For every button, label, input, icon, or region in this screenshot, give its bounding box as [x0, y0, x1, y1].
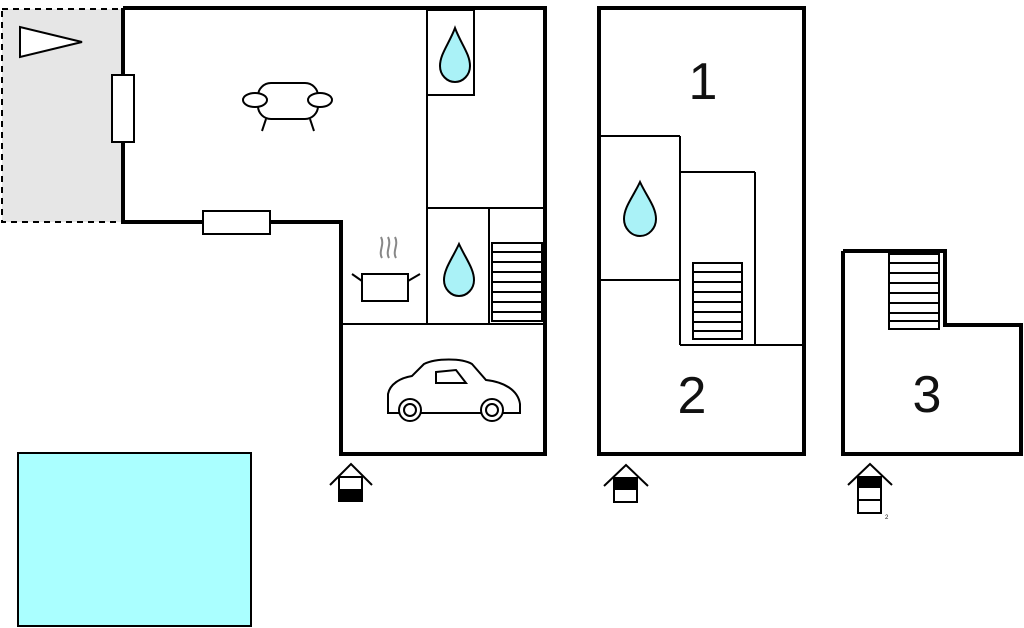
cooking-pot-icon: [351, 236, 421, 302]
shower-stall: [426, 9, 475, 96]
floor-3-outer-wall: [841, 249, 1023, 456]
window: [202, 210, 271, 235]
sofa-icon: [242, 82, 333, 132]
entrance-icon: [603, 463, 649, 503]
floor-1-2-outer-wall: [597, 6, 806, 456]
water-drop-icon: [438, 25, 472, 84]
floor-3-plan: 3 2: [841, 249, 1023, 521]
window: [111, 74, 135, 143]
floor-number-2: 2: [678, 367, 707, 425]
car-icon: [387, 358, 521, 422]
entrance-icon: [847, 462, 893, 514]
water-drop-icon: [622, 179, 658, 238]
stairs-icon: [491, 242, 543, 322]
floor-number-3: 3: [913, 366, 942, 424]
entrance-icon: [329, 462, 373, 502]
floor-1-2-plan: 1 2: [597, 6, 806, 503]
water-drop-icon: [442, 241, 476, 298]
pool: [17, 452, 252, 627]
compass-icon: [19, 25, 83, 59]
ground-floor-plan: [111, 6, 547, 502]
ground-floor-outer-wall: [121, 6, 547, 456]
stairs-icon: [692, 262, 743, 340]
floor-number-1: 1: [689, 53, 718, 111]
stairs-icon: [888, 253, 940, 330]
floor-small-number: 2: [885, 515, 889, 521]
